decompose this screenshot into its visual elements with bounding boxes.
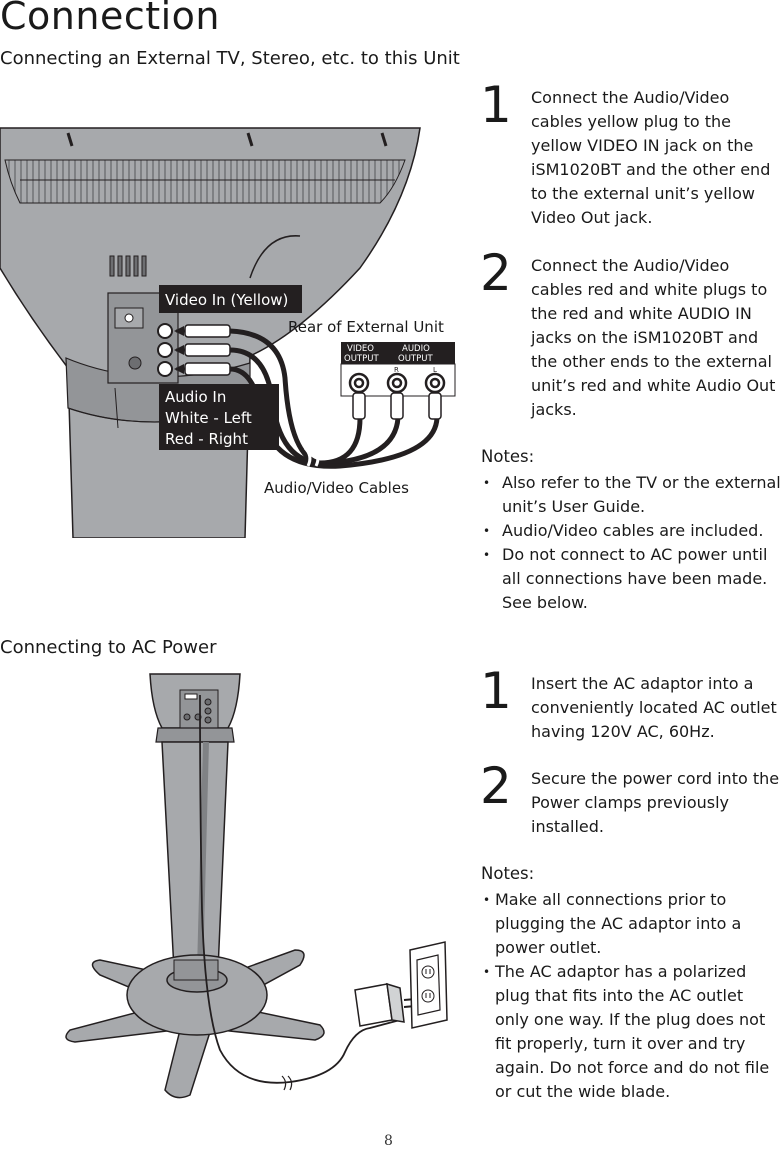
audio-output-label-2: OUTPUT [398,354,433,364]
notes-title-external: Notes: [481,447,535,466]
section-heading-external: Connecting an External TV, Stereo, etc. … [0,48,460,69]
power-cord [199,694,401,1084]
video-in-label-box [159,285,302,313]
step-number: 1 [480,76,512,134]
notes-list-ac-power: Make all connections prior to plugging t… [481,888,781,1104]
av-plugs [184,324,231,376]
step-text: Secure the power cord into the Power cla… [531,769,780,836]
stand-pole [161,741,229,971]
step-text: Connect the Audio/Video cables yellow pl… [531,88,771,227]
step-2-ac-power: 2 Secure the power cord into the Power c… [480,761,782,839]
audio-in-label-2: White - Left [165,409,252,427]
page-number: 8 [384,1133,393,1149]
wall-outlet [409,941,448,1029]
rear-external-unit-label: Rear of External Unit [288,318,444,336]
step-number: 2 [480,757,512,815]
cord [249,235,301,279]
audio-in-label-3: Red - Right [165,430,248,448]
audio-in-label-1: Audio In [165,388,226,406]
video-output-label-1: VIDEO [347,344,374,354]
jack-l-label: L [433,366,437,374]
section-heading-ac-power: Connecting to AC Power [0,637,217,658]
notes-list-external: Also refer to the TV or the external uni… [481,471,781,615]
audio-in-label-box [159,384,279,450]
av-in-jacks [157,323,173,377]
external-output-panel [341,342,455,364]
note-item: Audio/Video cables are included. [481,519,781,543]
page-title: Connection [0,0,221,38]
notes-title-ac-power: Notes: [481,864,535,883]
video-output-label-2: OUTPUT [344,354,379,364]
step-number: 2 [480,244,512,302]
note-item: Also refer to the TV or the external uni… [481,471,781,519]
step-1-external: 1 Connect the Audio/Video cables yellow … [480,80,782,230]
step-text: Insert the AC adaptor into a convenientl… [531,674,777,741]
note-item: Do not connect to AC power until all con… [481,543,781,615]
vent-grille [4,159,406,204]
step-1-ac-power: 1 Insert the AC adaptor into a convenien… [480,666,782,744]
panel-jack [128,356,142,370]
step-2-external: 2 Connect the Audio/Video cables red and… [480,248,782,422]
step-number: 1 [480,662,512,720]
video-in-label: Video In (Yellow) [165,291,288,309]
note-item: Make all connections prior to plugging t… [481,888,781,960]
step-text: Connect the Audio/Video cables red and w… [531,256,776,419]
output-jacks [348,372,446,394]
note-item: The AC adaptor has a polarized plug that… [481,960,781,1104]
av-connection-diagram: VIDEO OUTPUT AUDIO OUTPUT R L Video In (… [0,127,456,538]
audio-output-label-1: AUDIO [402,344,430,354]
jack-r-label: R [394,366,399,374]
ac-power-diagram [65,673,448,1099]
ac-adaptor [354,982,417,1027]
av-cables-label: Audio/Video Cables [264,479,409,497]
